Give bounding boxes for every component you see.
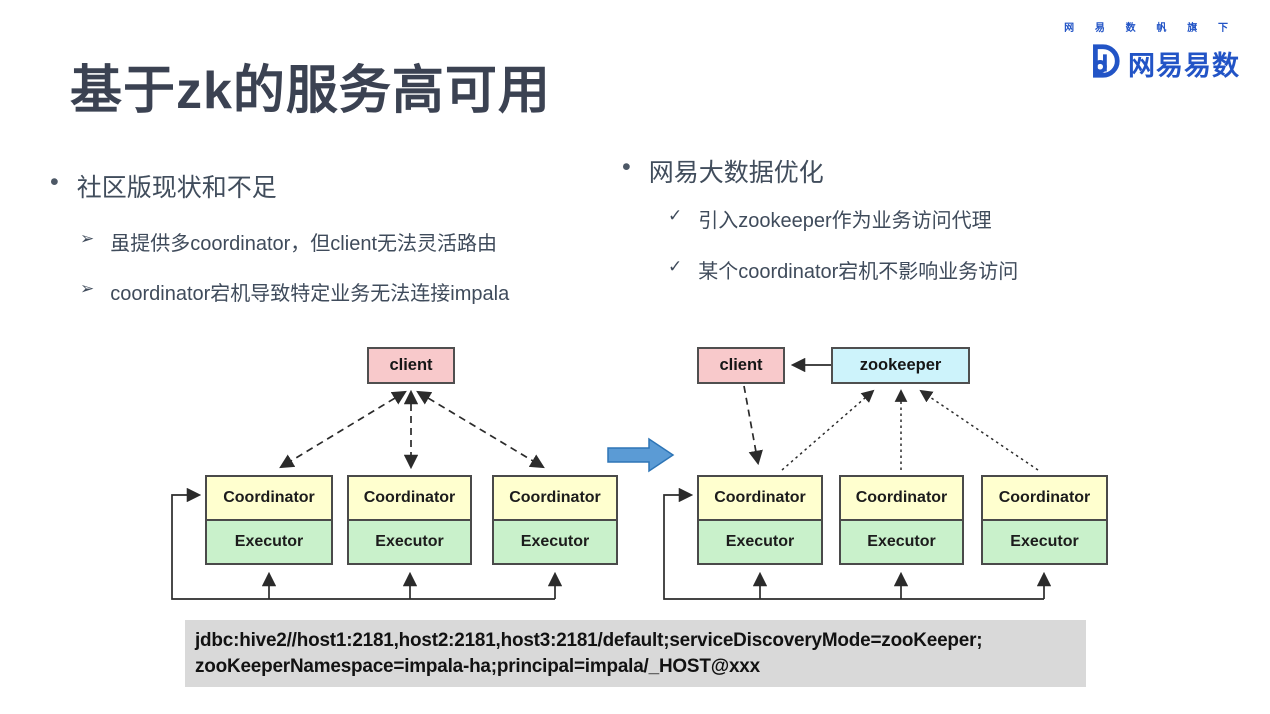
executor-node: Executor [839,519,964,565]
jdbc-connection-string: jdbc:hive2//host1:2181,host2:2181,host3:… [185,620,1086,687]
after-client-coordinator-link [743,385,763,466]
transform-arrow-icon [607,437,675,473]
after-coordinator-zk-links [781,389,1039,471]
netease-item-1: ✓ 引入zookeeper作为业务访问代理 [668,204,992,233]
community-item-2-text: coordinator宕机导致特定业务无法连接impala [110,283,510,305]
netease-item-2-text: 某个coordinator宕机不影响业务访问 [698,261,1019,283]
jdbc-line-2: zooKeeperNamespace=impala-ha;principal=i… [195,655,760,677]
check-icon: ✓ [668,206,683,225]
arrow-bullet-icon: ➢ [80,229,95,248]
before-client-node: client [367,347,455,384]
executor-node: Executor [981,519,1108,565]
after-stack-2: Coordinator Executor [839,475,964,565]
before-stack-3: Coordinator Executor [492,475,618,565]
section-netease-heading: 网易大数据优化 [648,159,824,187]
section-community: • 社区版现状和不足 [50,168,277,204]
community-item-2: ➢ coordinator宕机导致特定业务无法连接impala [80,277,509,306]
before-client-links [279,389,545,470]
coordinator-node: Coordinator [205,475,333,521]
bullet-icon: • [50,168,59,196]
netease-item-2: ✓ 某个coordinator宕机不影响业务访问 [668,255,1018,284]
coordinator-node: Coordinator [492,475,618,521]
netease-item-1-text: 引入zookeeper作为业务访问代理 [698,210,992,232]
section-netease: • 网易大数据优化 [622,153,824,189]
executor-node: Executor [492,519,618,565]
brand-logo: 网易易数 [1084,42,1240,85]
arrow-bullet-icon: ➢ [80,279,95,298]
executor-node: Executor [205,519,333,565]
before-stack-1: Coordinator Executor [205,475,333,565]
brand-name: 网易易数 [1128,51,1240,81]
netease-logo-icon [1084,42,1122,85]
brand-tagline: 网 易 数 帆 旗 下 [1064,23,1237,34]
before-stack-2: Coordinator Executor [347,475,472,565]
executor-node: Executor [347,519,472,565]
coordinator-node: Coordinator [839,475,964,521]
page-title: 基于zk的服务高可用 [70,62,551,120]
community-item-1-text: 虽提供多coordinator，但client无法灵活路由 [110,233,497,255]
bullet-icon: • [622,153,631,181]
coordinator-node: Coordinator [347,475,472,521]
coordinator-node: Coordinator [981,475,1108,521]
check-icon: ✓ [668,257,683,276]
after-client-node: client [697,347,785,384]
after-stack-3: Coordinator Executor [981,475,1108,565]
community-item-1: ➢ 虽提供多coordinator，但client无法灵活路由 [80,227,497,256]
section-community-heading: 社区版现状和不足 [76,174,277,202]
executor-node: Executor [697,519,823,565]
coordinator-node: Coordinator [697,475,823,521]
after-zookeeper-node: zookeeper [831,347,970,384]
after-stack-1: Coordinator Executor [697,475,823,565]
jdbc-line-1: jdbc:hive2//host1:2181,host2:2181,host3:… [195,629,983,651]
